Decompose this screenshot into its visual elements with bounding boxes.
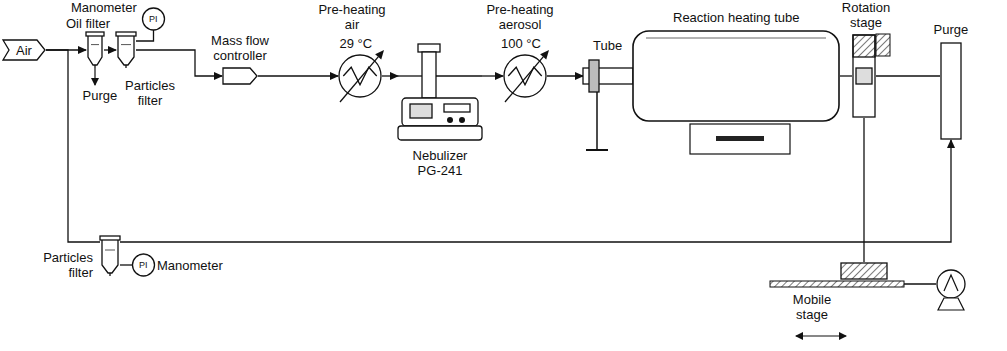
screw-shaft <box>904 283 936 285</box>
mobile-shape <box>840 262 888 280</box>
filter-shape <box>86 32 104 68</box>
component-label: Rotation stage <box>835 0 897 30</box>
manometer: ManometerPI <box>142 10 165 28</box>
heater-shape <box>503 54 547 98</box>
flow-line <box>120 264 132 265</box>
reaction-tube: Reaction heating tube <box>632 30 840 122</box>
rotation-shape <box>852 34 876 118</box>
pump-base <box>938 298 964 310</box>
heater-shape <box>338 54 382 98</box>
flow-line <box>120 140 951 242</box>
flow-line <box>863 118 864 262</box>
tube-shape <box>583 60 613 92</box>
rect-shape <box>940 42 962 140</box>
inlet-arrow: Air <box>2 39 46 61</box>
flow-line <box>46 50 100 242</box>
furnace-slot <box>716 136 764 141</box>
reactor-shape <box>632 30 840 122</box>
mfc-shape <box>222 67 258 85</box>
rotation-bracket <box>876 34 890 56</box>
inner-label: Air <box>16 43 32 58</box>
drain-arrow <box>94 68 95 85</box>
flow-line <box>382 75 398 76</box>
component-label: Reaction heating tube <box>672 10 800 25</box>
flow-controller: Mass flow controller <box>222 67 258 85</box>
component-label: Manometer <box>156 258 224 273</box>
component-label: Nebulizer PG-241 <box>405 148 475 178</box>
pump-motor <box>937 270 965 298</box>
air-heater: Pre-heating air29 °C <box>338 54 382 98</box>
oil-filter: Oil filter <box>86 32 104 68</box>
note-label: Purge <box>82 88 119 103</box>
component-label: 29 °C <box>339 36 374 51</box>
flow-line <box>104 49 116 50</box>
nebulizer-shape <box>398 42 482 142</box>
rail <box>770 281 904 287</box>
pump-symbol <box>944 275 958 291</box>
flow-line <box>840 75 852 76</box>
inner-label: PI <box>139 260 148 271</box>
flow-line <box>547 75 583 76</box>
furnace-base <box>690 124 790 154</box>
tube-stand <box>596 92 598 150</box>
component-label: Mobile stage <box>785 292 839 322</box>
tube-stand-foot <box>586 149 608 151</box>
inlet-tube: Tube <box>583 60 613 92</box>
aerosol-heater: Pre-heating aerosol100 °C <box>503 54 547 98</box>
component-label: Tube <box>592 38 623 53</box>
mobile-stage: Mobile stage <box>840 262 888 280</box>
purge-column: Purge <box>940 42 962 140</box>
component-label: Pre-heating air <box>312 2 392 32</box>
filter-shape <box>116 32 136 68</box>
nebulizer: Nebulizer PG-241 <box>398 42 482 142</box>
filter-shape <box>100 236 120 276</box>
component-label: 100 °C <box>500 36 542 51</box>
particle-filter: Particles filter <box>116 32 136 68</box>
component-label: Particles filter <box>119 78 181 108</box>
motion-arrow <box>796 335 846 336</box>
component-label: Oil filter <box>65 16 111 31</box>
component-label: Pre-heating aerosol <box>481 2 559 32</box>
manometer: ManometerPI <box>132 256 155 274</box>
flow-line <box>258 75 338 76</box>
component-label: Particles filter <box>32 250 94 280</box>
rotation-stage: Rotation stage <box>852 34 876 118</box>
component-label: Mass flow controller <box>204 33 276 63</box>
component-label: Purge <box>933 22 970 37</box>
flow-line <box>876 75 940 76</box>
component-label: Manometer <box>70 0 138 15</box>
flow-line <box>482 75 503 76</box>
particle-filter: Particles filter <box>100 236 120 276</box>
inner-label: PI <box>149 14 158 25</box>
